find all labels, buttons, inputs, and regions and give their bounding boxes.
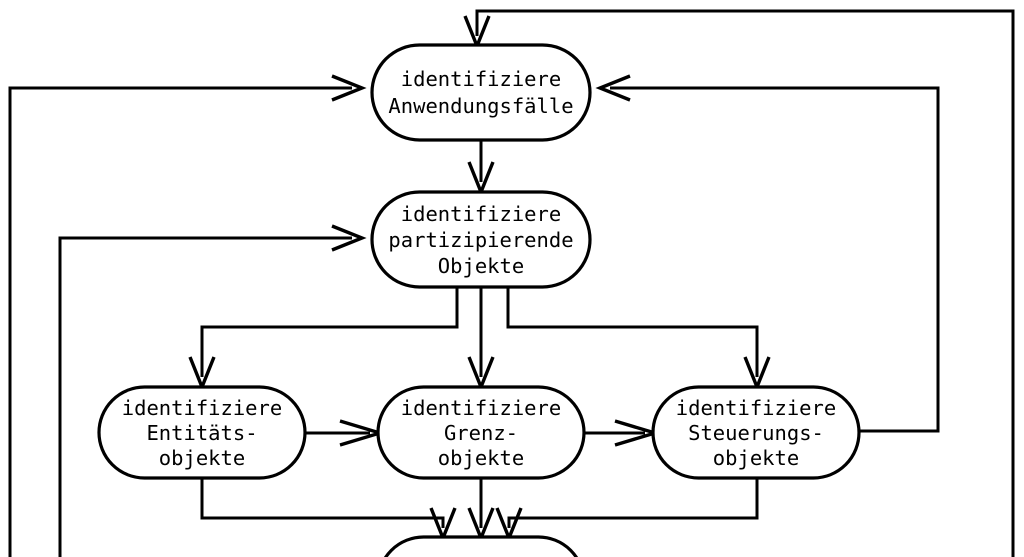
node-partizipierende-objekte[interactable]: identifiziere partizipierende Objekte: [370, 190, 592, 289]
node-bottom-node-partial-shape: [383, 535, 579, 557]
node-partizipierende-objekte-line2: partizipierende: [388, 228, 573, 252]
node-partizipierende-objekte-line3: Objekte: [438, 254, 524, 278]
node-entitaetsobjekte-line3: objekte: [159, 446, 245, 470]
edge-entitaets-to-grenz: [305, 419, 386, 447]
node-anwendungsfaelle-line1: identifiziere: [401, 67, 561, 91]
edge-steuerungs-feedback-to-anwendungsfaelle: [595, 74, 940, 433]
node-steuerungsobjekte-line2: Steuerungs-: [688, 421, 824, 445]
node-steuerungsobjekte-shape: [651, 385, 861, 480]
node-entitaetsobjekte-line2: Entitäts-: [146, 421, 257, 445]
node-steuerungsobjekte-line1: identifiziere: [676, 396, 836, 420]
edge-entitaets-to-bottom: [200, 478, 457, 543]
node-grenzobjekte[interactable]: identifiziere Grenz- objekte: [376, 385, 586, 480]
edge-offscreen-feedback-left-to-anwendungsfaelle: [8, 74, 367, 557]
edges-layer: [8, 9, 1015, 557]
node-bottom-node-partial[interactable]: [378, 535, 584, 557]
node-anwendungsfaelle-line2: Anwendungsfälle: [388, 94, 573, 118]
node-grenzobjekte-line1: identifiziere: [401, 396, 561, 420]
node-anwendungsfaelle[interactable]: identifiziere Anwendungsfälle: [370, 43, 592, 142]
node-entitaetsobjekte-shape: [97, 385, 307, 480]
node-grenzobjekte-shape: [376, 385, 586, 480]
edge-steuerungs-to-bottom: [495, 478, 759, 543]
node-steuerungsobjekte-line3: objekte: [713, 446, 799, 470]
edge-partizipierende-to-entitaets: [188, 287, 459, 392]
node-grenzobjekte-line2: Grenz-: [444, 421, 518, 445]
edge-partizipierende-to-grenz: [467, 287, 495, 392]
node-partizipierende-objekte-shape: [370, 190, 592, 289]
edge-anwendungsfaelle-to-partizipierende: [467, 140, 495, 197]
node-partizipierende-objekte-line1: identifiziere: [401, 202, 561, 226]
node-steuerungsobjekte[interactable]: identifiziere Steuerungs- objekte: [651, 385, 861, 480]
edge-offscreen-feedback-left-to-partizipierende: [58, 224, 367, 557]
nodes-layer: identifiziere Anwendungsfälle identifizi…: [97, 43, 861, 557]
edge-grenz-to-steuerungs: [584, 419, 661, 447]
node-grenzobjekte-line3: objekte: [438, 446, 524, 470]
edge-partizipierende-to-steuerungs: [506, 287, 771, 392]
node-entitaetsobjekte[interactable]: identifiziere Entitäts- objekte: [97, 385, 307, 480]
edge-grenz-to-bottom: [467, 478, 495, 543]
node-anwendungsfaelle-shape: [370, 43, 592, 142]
node-entitaetsobjekte-line1: identifiziere: [122, 396, 282, 420]
